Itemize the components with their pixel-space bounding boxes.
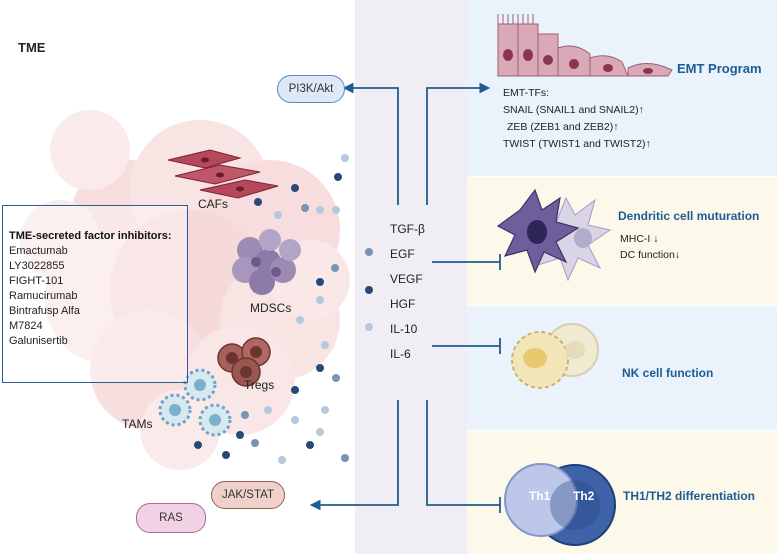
dendritic-cells-illustration	[496, 188, 612, 282]
secreted-dots	[194, 154, 349, 464]
th-cells-illustration	[504, 463, 616, 546]
pi3k-akt-pill: PI3K/Akt	[277, 75, 345, 103]
mdscs-label: MDSCs	[250, 301, 292, 315]
treg-cells	[217, 337, 271, 387]
tme-label: TME	[18, 40, 46, 55]
ras-pill: RAS	[136, 503, 206, 533]
inhibitor-item: FIGHT-101	[9, 275, 64, 287]
dc-line: MHC-I ↓	[620, 233, 659, 245]
inhibitor-item: M7824	[9, 320, 43, 332]
tam-cells	[158, 368, 232, 437]
inhibitor-item: Ramucirumab	[9, 290, 78, 302]
cafs-label: CAFs	[198, 197, 228, 211]
inhibitor-item: LY3022855	[9, 260, 65, 272]
emt-line: EMT-TFs:	[503, 87, 550, 99]
tams-label: TAMs	[122, 417, 153, 431]
tregs-label: Tregs	[244, 378, 275, 392]
factor-egf: EGF	[390, 247, 415, 261]
inhibitors-title: TME-secreted factor inhibitors:	[9, 230, 172, 242]
inhibitor-item: Emactumab	[9, 245, 68, 257]
factor-legend-dots	[365, 248, 373, 331]
jak-stat-pill: JAK/STAT	[211, 481, 285, 509]
emt-line: ZEB (ZEB1 and ZEB2)↑	[507, 121, 619, 133]
emt-cells-illustration	[497, 14, 673, 77]
inhibitor-item: Bintrafusp Alfa	[9, 305, 80, 317]
mdsc-cluster	[232, 229, 301, 295]
factor-vegf: VEGF	[390, 272, 423, 286]
nk-cells-illustration	[511, 323, 599, 389]
dc-title: Dendritic cell muturation	[618, 209, 760, 223]
signal-arrows	[309, 82, 501, 513]
th-title: TH1/TH2 differentiation	[623, 489, 756, 503]
inhibitors-box: TME-secreted factor inhibitors: Emactuma…	[2, 205, 188, 383]
nk-title: NK cell function	[622, 366, 714, 380]
emt-line: SNAIL (SNAIL1 and SNAIL2)↑	[503, 104, 644, 116]
inhibitor-item: Galunisertib	[9, 335, 68, 347]
factor-il-10: IL-10	[390, 322, 418, 336]
factor-il-6: IL-6	[390, 347, 411, 361]
emt-title: EMT Program	[677, 61, 762, 76]
caf-cells	[167, 149, 279, 199]
factor-tgf-beta: TGF-β	[390, 222, 425, 236]
th2-label: Th2	[573, 489, 595, 503]
secreted-factor-band	[355, 0, 467, 554]
dc-line: DC function↓	[620, 249, 681, 261]
emt-line: TWIST (TWIST1 and TWIST2)↑	[503, 138, 651, 150]
factor-hgf: HGF	[390, 297, 416, 311]
th1-label: Th1	[529, 489, 551, 503]
